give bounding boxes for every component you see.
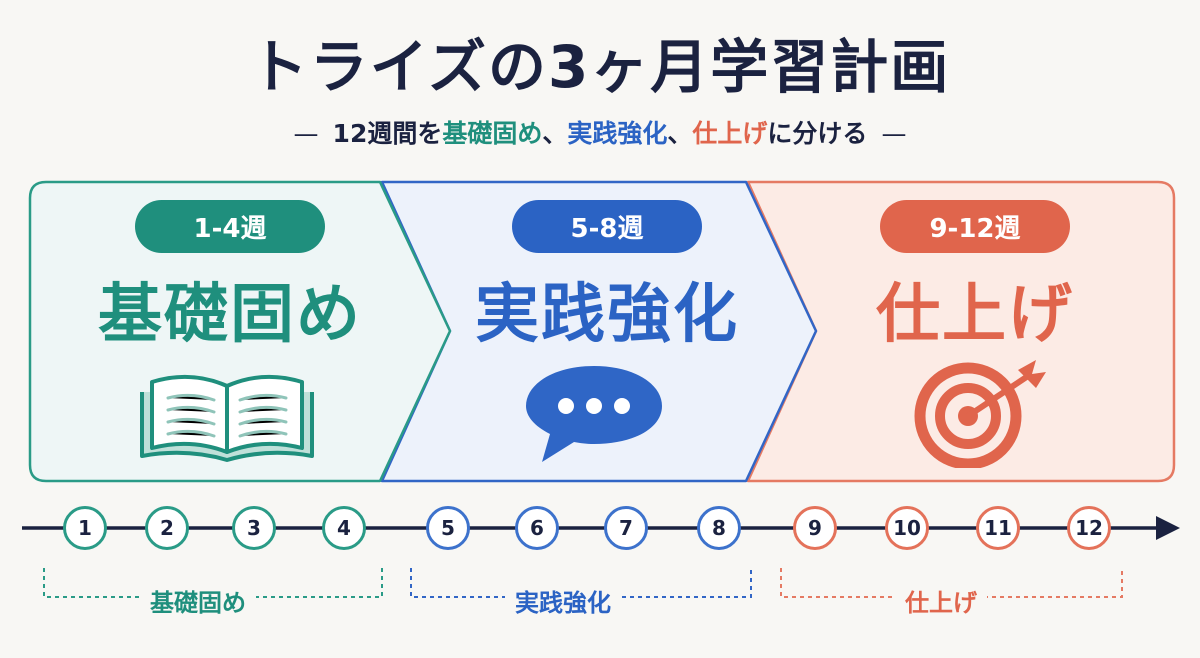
week-marker-8: 8 [697,506,741,550]
phase-panel-basics [28,180,452,483]
week-marker-7: 7 [604,506,648,550]
phase-basics-weeks: 1-4週 [135,200,325,253]
open-book-icon [140,374,314,462]
phase-practice: 5-8週 実践強化 [462,200,752,355]
phase-finish-name: 仕上げ [876,278,1074,352]
week-marker-3: 3 [232,506,276,550]
week-marker-2: 2 [145,506,189,550]
phase-practice-weeks: 5-8週 [512,200,702,253]
week-marker-9: 9 [793,506,837,550]
week-marker-6: 6 [515,506,559,550]
week-marker-12: 12 [1067,506,1111,550]
subtitle-suffix: に分ける [767,119,868,148]
subtitle-dash-right: — [881,119,907,148]
subtitle-phase2: 実践強化 [567,119,668,148]
bracket-label-practice: 実践強化 [505,583,621,618]
phase-panel-finish [746,180,1176,483]
phase-finish-weeks: 9-12週 [880,200,1070,253]
subtitle-phase1: 基礎固め [442,119,543,148]
phase-basics-name: 基礎固め [98,278,362,352]
subtitle: —12週間を基礎固め、実践強化、仕上げに分ける— [0,114,1200,150]
week-marker-4: 4 [322,506,366,550]
subtitle-dash-left: — [293,119,319,148]
subtitle-sep2: 、 [667,119,693,148]
week-marker-11: 11 [976,506,1020,550]
phase-basics: 1-4週 基礎固め [90,200,370,355]
phase-finish: 9-12週 仕上げ [835,200,1115,355]
speech-bubble-icon [526,366,662,462]
week-marker-5: 5 [426,506,470,550]
bracket-label-basics: 基礎固め [140,583,256,618]
subtitle-sep1: 、 [542,119,568,148]
week-marker-10: 10 [885,506,929,550]
timeline-arrowhead [1156,516,1180,540]
subtitle-prefix: 12週間を [332,119,443,148]
bracket-label-finish: 仕上げ [895,583,987,618]
page-title: トライズの3ヶ月学習計画 [249,33,951,101]
phase-practice-name: 実践強化 [475,278,739,352]
bracket-finish [780,568,1123,598]
target-arrow-icon [914,360,1046,468]
subtitle-phase3: 仕上げ [692,119,768,148]
week-marker-1: 1 [63,506,107,550]
